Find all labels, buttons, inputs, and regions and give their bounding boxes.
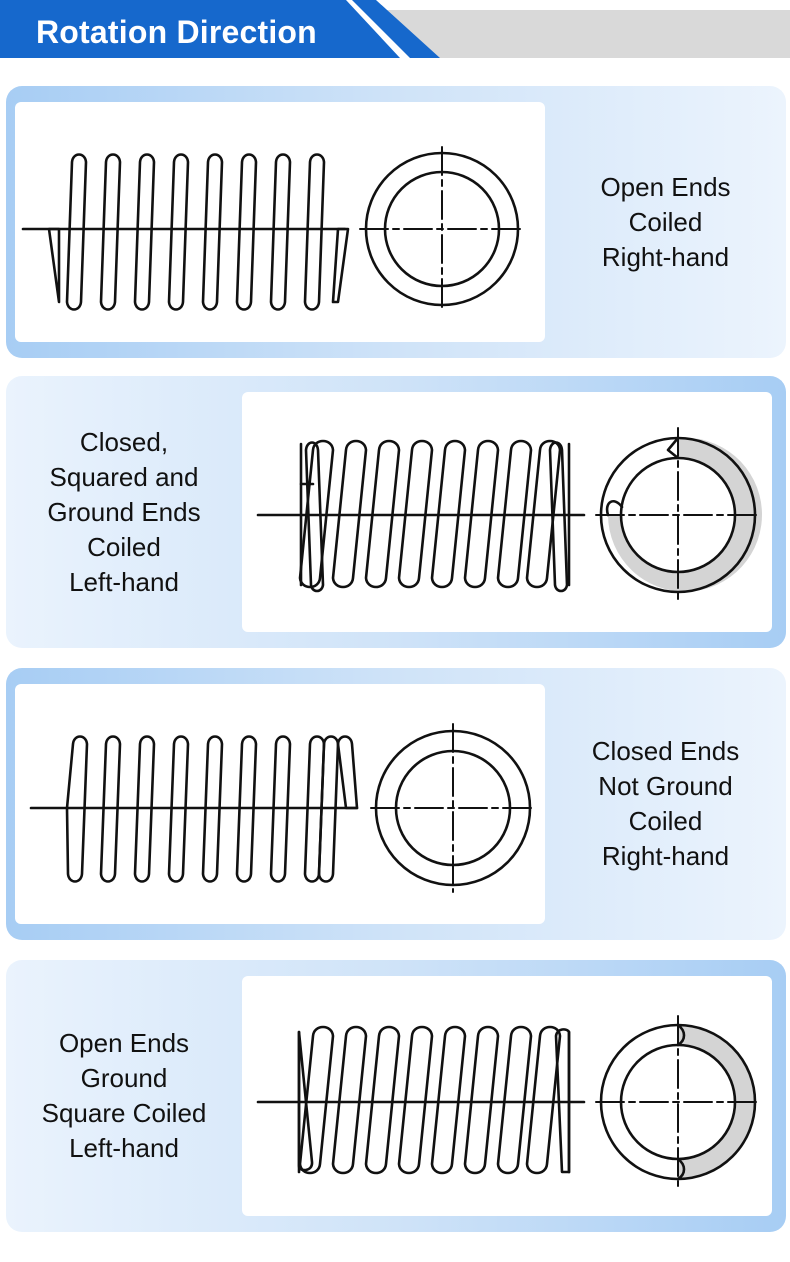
spring-coils [65, 735, 359, 883]
label-line: Coiled [628, 206, 703, 237]
spring-diagram [256, 1015, 761, 1187]
spring-diagram [256, 427, 762, 603]
label-line: Closed, [79, 426, 169, 457]
end-view-circle [370, 723, 536, 893]
end-view-circle [595, 1015, 761, 1187]
label-line: Not Ground [598, 771, 733, 801]
card-open-ground-left-hand: Open Ends Ground Square Coiled Left-hand [6, 960, 786, 1232]
label-line: Open Ends [600, 171, 731, 202]
spring-coils [65, 153, 326, 311]
label-line: Right-hand [601, 241, 730, 272]
label-line: Coiled [628, 806, 703, 836]
card-label: Closed, Squared and Ground Ends Coiled L… [6, 376, 242, 648]
card-open-ends-right-hand: Open Ends Coiled Right-hand [6, 86, 786, 358]
card-closed-notground-right-hand: Closed Ends Not Ground Coiled Right-hand [6, 668, 786, 940]
end-view-circle [595, 427, 762, 603]
header-banner [0, 0, 790, 58]
label-line: Left-hand [69, 1133, 179, 1163]
label-line: Closed Ends [591, 736, 740, 766]
spring-diagram-panel [15, 684, 545, 924]
spring-diagram-panel [242, 976, 772, 1216]
page-title: Rotation Direction [36, 14, 317, 50]
section-header: Rotation Direction [0, 0, 790, 62]
end-view-circle [359, 146, 525, 312]
label-line: Coiled [87, 531, 161, 562]
card-label: Closed Ends Not Ground Coiled Right-hand [545, 668, 786, 940]
card-label: Open Ends Coiled Right-hand [545, 86, 786, 358]
spring-coils [298, 439, 569, 593]
spring-diagram [29, 723, 536, 893]
label-line: Left-hand [69, 566, 179, 597]
label-line: Open Ends [58, 1028, 190, 1058]
label-line: Right-hand [601, 841, 730, 871]
label-line: Square Coiled [41, 1098, 207, 1128]
label-line: Squared and [49, 461, 199, 492]
spring-coils [297, 1025, 571, 1175]
spring-diagram [21, 146, 525, 312]
card-closed-ground-left-hand: Closed, Squared and Ground Ends Coiled L… [6, 376, 786, 648]
label-line: Ground [80, 1063, 168, 1093]
label-line: Ground Ends [47, 496, 201, 527]
spring-diagram-panel [15, 102, 545, 342]
spring-diagram-panel [242, 392, 772, 632]
card-label: Open Ends Ground Square Coiled Left-hand [6, 960, 242, 1232]
